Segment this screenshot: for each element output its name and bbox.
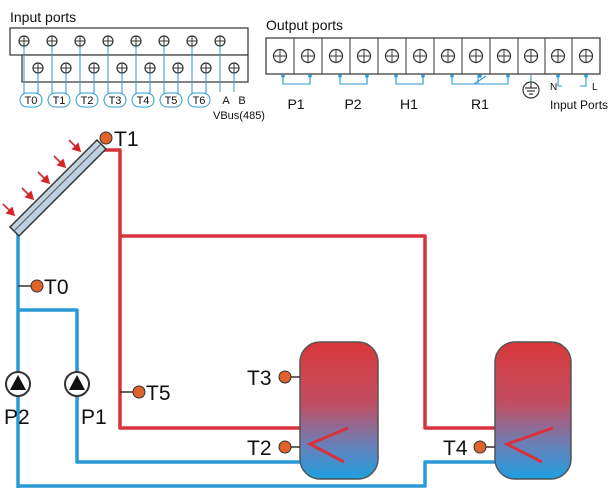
input-terminal-strip-bottom xyxy=(21,54,249,83)
output-wire-dots xyxy=(281,74,588,78)
input-ports-title: Input ports xyxy=(10,9,76,25)
input-sensor-wires xyxy=(23,46,235,95)
input-label-t1: T1 xyxy=(53,95,66,107)
bus-label-b: B xyxy=(238,95,245,107)
storage-tank-2 xyxy=(494,341,572,480)
sensor-label-t0: T0 xyxy=(44,276,69,299)
solar-collector xyxy=(8,138,108,238)
output-ports-block: Output ports xyxy=(265,17,608,112)
sensor-label-t3: T3 xyxy=(247,367,272,390)
pump-p2-icon xyxy=(5,371,31,397)
sensor-label-t2: T2 xyxy=(247,437,272,460)
sensor-label-t5: T5 xyxy=(146,382,171,405)
output-terminal-dividers xyxy=(293,38,573,74)
bus-label-a: A xyxy=(222,95,230,107)
output-label-r1: R1 xyxy=(471,96,489,112)
bus-label-vbus: VBus(485) xyxy=(213,110,265,122)
output-label-n: N xyxy=(550,82,557,93)
sensor-label-ovals xyxy=(19,92,211,108)
hot-pipes xyxy=(101,148,553,430)
input-label-t6: T6 xyxy=(193,95,206,107)
pump-label-p1: P1 xyxy=(81,406,107,429)
output-label-p1: P1 xyxy=(287,96,304,112)
output-label-h1: H1 xyxy=(400,96,418,112)
input-terminal-strip-top xyxy=(9,27,249,56)
pump-label-p2: P2 xyxy=(4,406,30,429)
output-wires xyxy=(282,74,587,87)
storage-tank-1 xyxy=(299,341,379,480)
pump-p1-icon xyxy=(64,371,90,397)
output-label-p2: P2 xyxy=(344,96,361,112)
output-label-l: L xyxy=(592,82,598,93)
input-label-t3: T3 xyxy=(109,95,122,107)
relay-switch-icon xyxy=(473,75,487,85)
input-label-t2: T2 xyxy=(81,95,94,107)
output-label-input-ports: Input Ports xyxy=(550,98,608,112)
input-label-t0: T0 xyxy=(25,95,38,107)
input-label-t4: T4 xyxy=(137,95,150,107)
output-ports-title: Output ports xyxy=(266,17,343,33)
input-ports-block: Input ports xyxy=(9,9,265,122)
sensor-probes xyxy=(18,131,495,454)
sun-ray-arrows xyxy=(2,139,82,217)
ground-icon xyxy=(522,81,540,99)
input-label-t5: T5 xyxy=(165,95,178,107)
sensor-label-t1: T1 xyxy=(114,128,139,151)
output-terminal-strip xyxy=(265,37,601,75)
sensor-label-t4: T4 xyxy=(443,437,468,460)
